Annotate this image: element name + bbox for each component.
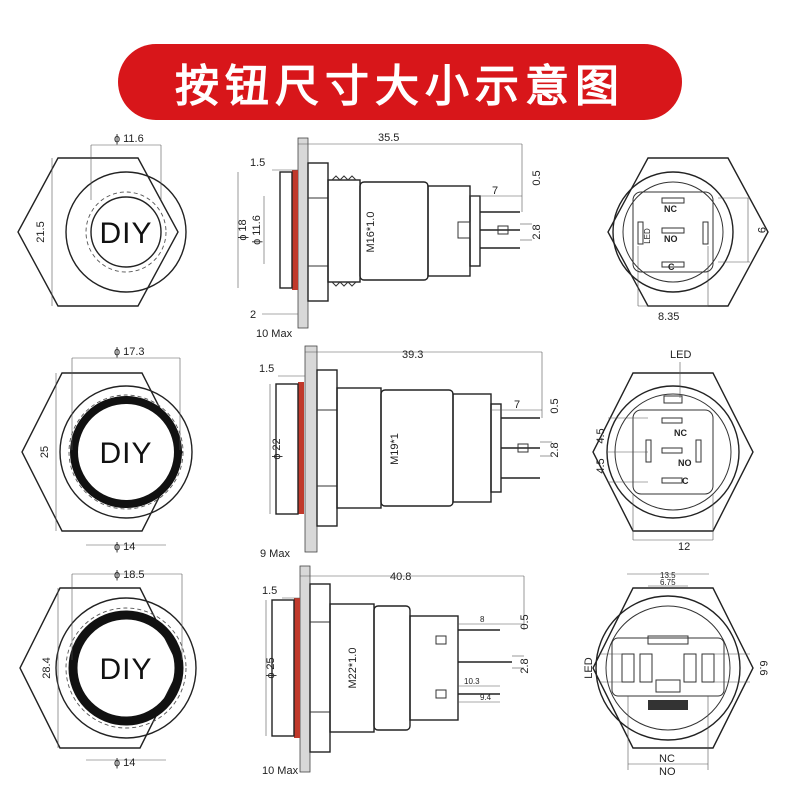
row2-side-max-panel: 9 Max: [260, 548, 290, 560]
front-view-1: DIY ɸ 11.6 21.5: [17, 133, 187, 307]
row1-pin-c: C: [668, 262, 675, 272]
row3-back-top1: 13.5: [660, 571, 676, 580]
row1-side-pin-w: 2.8: [531, 224, 543, 239]
row2-side-thread: M19*1: [389, 433, 401, 465]
row1-side-panel-thick: 2: [250, 309, 256, 321]
row2-front-height: 25: [39, 446, 51, 458]
row3-side-d5: 9.4: [480, 693, 492, 702]
row1-pin-nc: NC: [664, 204, 677, 214]
bezel-ring-3: [294, 598, 300, 738]
row2-back-v1: 4.5: [595, 428, 607, 443]
row3-front-bottom-dia: ɸ 14: [114, 757, 135, 769]
back-view-3: 13.5 6.75 LED 6.6 NC NO: [583, 571, 769, 778]
row3-back-no: NO: [659, 766, 676, 778]
bezel-ring-2: [298, 382, 304, 514]
row1-side-bezel: 1.5: [250, 157, 265, 169]
row1-side-pin-thick: 0.5: [531, 170, 543, 185]
row2-pin-c: C: [682, 476, 689, 486]
row1-side-pin-len: 7: [492, 185, 498, 197]
row3-side-bezel: 1.5: [262, 585, 277, 597]
row1-back-height: 9: [755, 227, 767, 233]
row1-side-thread: M16*1.0: [365, 212, 377, 253]
row2-side-pin-thick: 0.5: [549, 398, 561, 413]
row2-side-pin-w: 2.8: [549, 442, 561, 457]
back-view-1: NC NO C LED 8.35 9: [607, 157, 769, 323]
back-view-2: NC NO C LED 4.5 4.5 12: [592, 349, 754, 553]
row1-front-top-dia: ɸ 11.6: [114, 133, 144, 145]
row3-side-dia: ɸ 25: [265, 657, 277, 678]
row1-pin-no: NO: [664, 234, 678, 244]
row3-side-d4: 10.3: [464, 677, 480, 686]
row3-front-height: 28.4: [41, 657, 53, 678]
side-view-1: 35.5 1.5 ɸ 18 ɸ 11.6 M16*1.0 7 0.5 2.8 2…: [237, 132, 543, 340]
row3-side-length: 40.8: [390, 571, 411, 583]
row3-back-top2: 6.75: [660, 578, 676, 587]
page-title: 按钮尺寸大小示意图: [175, 61, 625, 112]
row1-side-max-panel: 10 Max: [256, 328, 293, 340]
row3-side-max-panel: 10 Max: [262, 765, 299, 777]
button-label-3: DIY: [99, 653, 152, 686]
button-label-2: DIY: [99, 437, 152, 470]
row1-pin-led: LED: [643, 228, 652, 244]
side-view-3: 40.8 1.5 ɸ 25 M22*1.0 8 0.5 2.8 10.3 9.4…: [262, 565, 531, 777]
bezel-ring-1: [292, 170, 298, 290]
row2-side-dia: ɸ 22: [271, 438, 283, 459]
title-banner: 按钮尺寸大小示意图: [118, 44, 682, 120]
row3-side-thread: M22*1.0: [347, 648, 359, 689]
row2-front-top-dia: ɸ 17.3: [114, 346, 145, 358]
row1-side-dia-inner: ɸ 11.6: [251, 215, 263, 245]
row1-back-width: 8.35: [658, 311, 679, 323]
row3-side-d3: 2.8: [519, 658, 531, 673]
row2-front-bottom-dia: ɸ 14: [114, 541, 135, 553]
row2-back-led: LED: [670, 349, 691, 361]
row3-side-d2: 0.5: [519, 614, 531, 629]
row3-back-side: 6.6: [757, 660, 769, 675]
row2-back-width: 12: [678, 541, 690, 553]
side-view-2: 39.3 1.5 ɸ 22 M19*1 7 0.5 2.8 9 Max: [259, 345, 561, 560]
row3-side-d1: 8: [480, 615, 485, 624]
row1-side-dia-outer: ɸ 18: [237, 219, 249, 240]
row2-side-bezel: 1.5: [259, 363, 274, 375]
row2-side-length: 39.3: [402, 349, 423, 361]
row3-back-led: LED: [583, 657, 595, 678]
row2-back-v2: 4.5: [595, 458, 607, 473]
front-view-2: DIY ɸ 17.3 25 ɸ 14: [21, 346, 193, 553]
button-label-1: DIY: [99, 217, 152, 250]
row2-pin-nc: NC: [674, 428, 687, 438]
row1-front-height: 21.5: [35, 221, 47, 242]
row3-front-top-dia: ɸ 18.5: [114, 569, 145, 581]
front-view-3: DIY ɸ 18.5 28.4 ɸ 14: [19, 569, 197, 769]
row2-pin-no: NO: [678, 458, 692, 468]
row1-side-length: 35.5: [378, 132, 399, 144]
row3-back-nc: NC: [659, 753, 675, 765]
row2-side-pin-len: 7: [514, 399, 520, 411]
